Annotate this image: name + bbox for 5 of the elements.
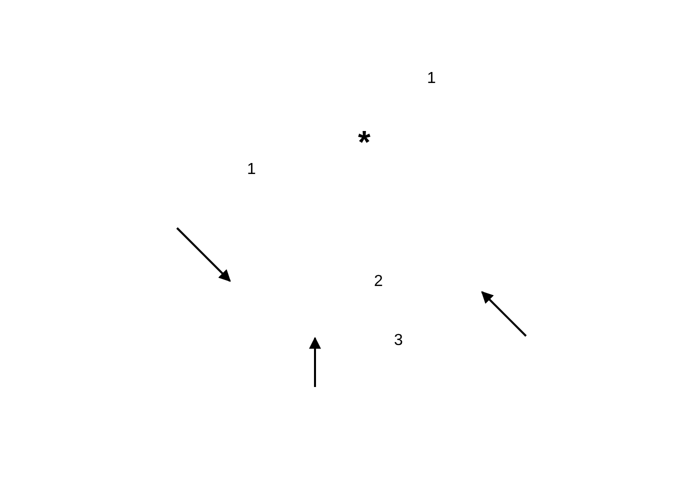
callout-number: 1 xyxy=(247,162,256,178)
callout-number: 2 xyxy=(374,274,383,290)
callout-number: 1 xyxy=(427,71,436,87)
asterisk-mark: * xyxy=(358,126,370,158)
callout-number: 3 xyxy=(394,333,403,349)
